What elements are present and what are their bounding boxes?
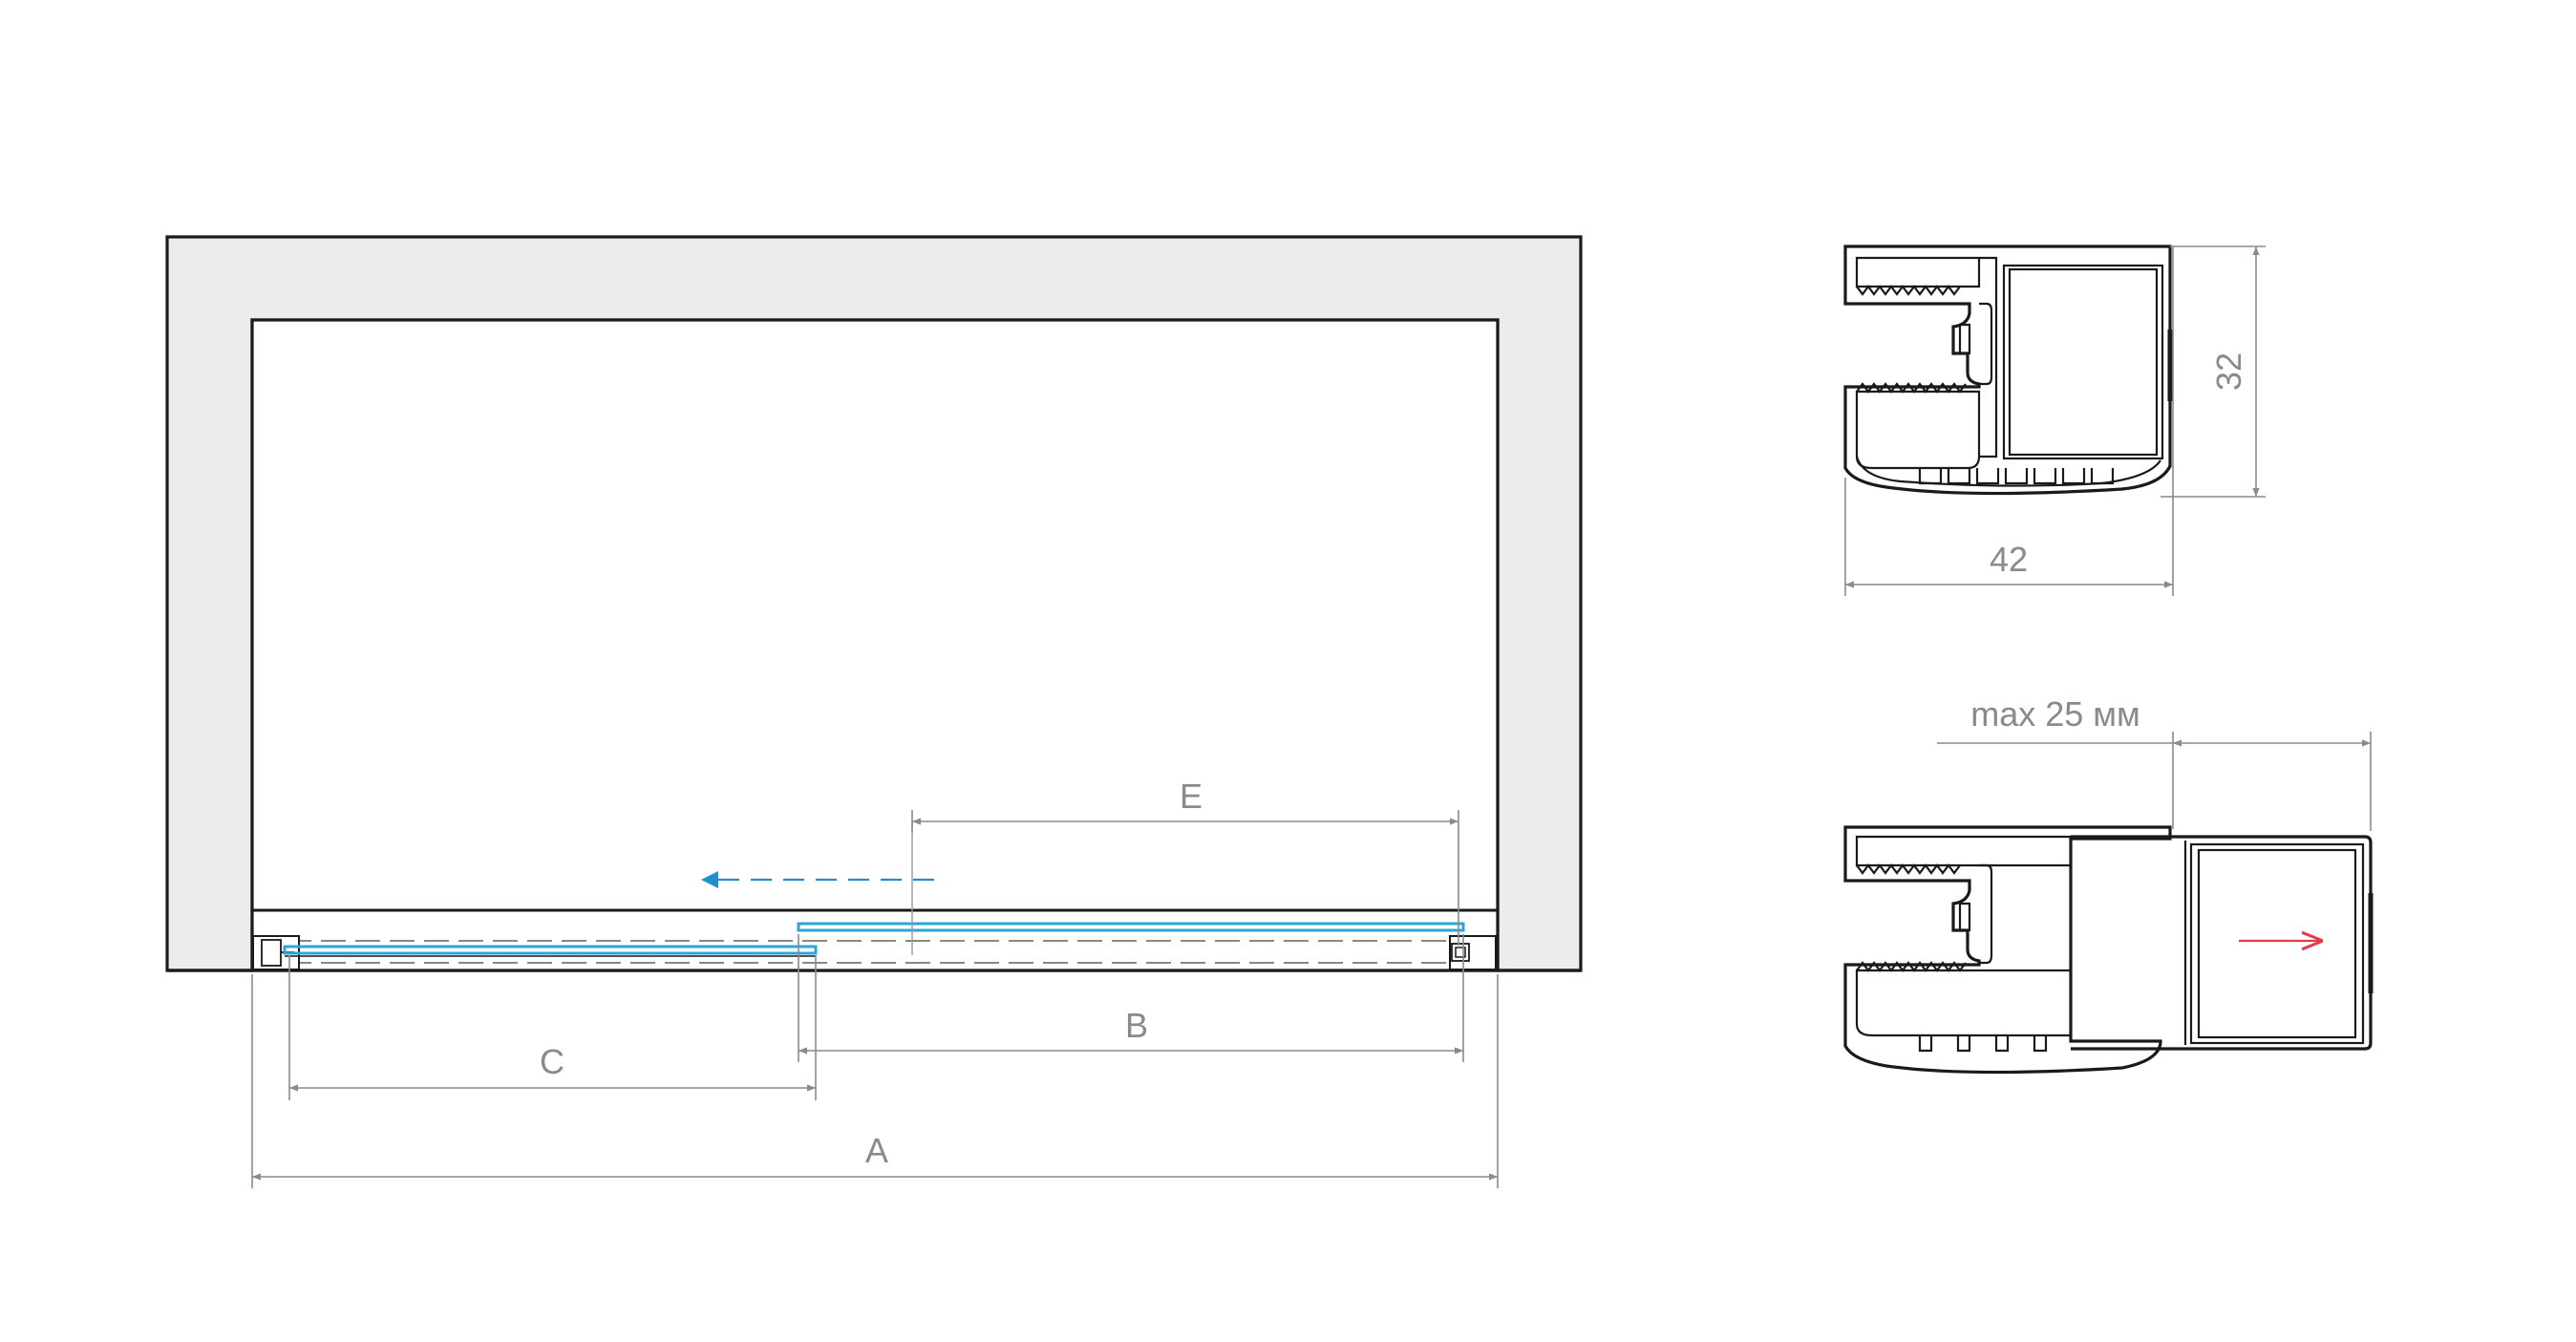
height-label: 32 xyxy=(2209,352,2248,391)
dimension-c: C xyxy=(288,955,817,1100)
dimension-adjustment: max 25 мм xyxy=(1937,694,2372,831)
dimension-a: A xyxy=(251,974,1499,1188)
dimension-c-label: C xyxy=(540,1042,564,1081)
dimension-e-label: E xyxy=(1180,777,1203,816)
arrow-left-icon xyxy=(701,871,946,888)
width-label: 42 xyxy=(1990,540,2028,579)
dimension-a-label: A xyxy=(865,1131,888,1170)
sliding-glass-panel xyxy=(797,922,1465,932)
right-wall-profile xyxy=(1449,935,1497,970)
dimension-e: E xyxy=(911,777,1459,946)
profile-section-bottom: max 25 мм xyxy=(1843,694,2374,1075)
door-opening xyxy=(250,318,1500,972)
dimension-b-label: B xyxy=(1125,1006,1148,1045)
front-view: E B C A xyxy=(165,235,1583,1188)
dimension-height: 32 xyxy=(2161,245,2266,498)
dimension-width: 42 xyxy=(1844,246,2174,596)
adjustment-label: max 25 мм xyxy=(1970,694,2140,734)
left-wall-profile xyxy=(252,935,300,970)
dimension-b: B xyxy=(798,934,1464,1062)
fixed-glass-panel xyxy=(283,945,818,955)
profile-section-top: 32 42 xyxy=(1843,245,2266,596)
